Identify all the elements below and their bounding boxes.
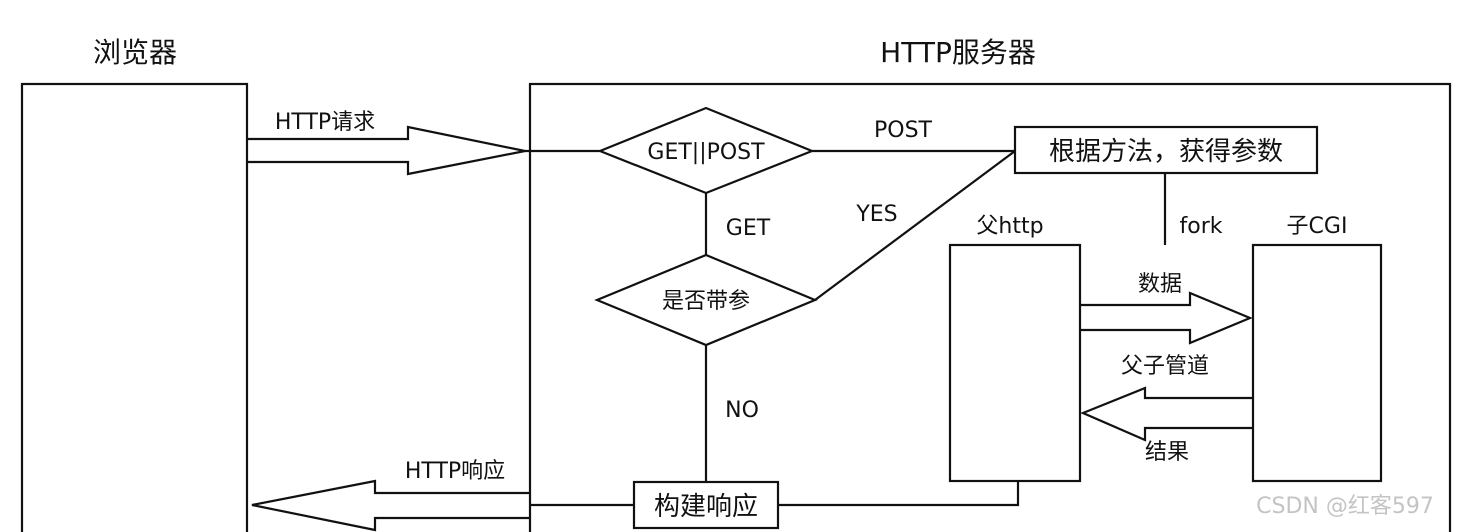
post-label: POST [874,118,933,143]
pipe-label: 父子管道 [1121,354,1209,379]
data-label: 数据 [1138,272,1182,297]
method-decision-label: GET||POST [647,140,765,165]
browser-title: 浏览器 [93,36,177,69]
get-params-label: 根据方法，获得参数 [1049,137,1283,167]
server-title: HTTP服务器 [880,36,1036,69]
yes-label: YES [855,202,897,227]
result-label: 结果 [1145,440,1189,465]
child-cgi-box [1251,243,1383,483]
browser-box [20,82,249,532]
data-arrow [1080,291,1253,345]
fork-label: fork [1180,214,1223,239]
no-label: NO [725,398,759,423]
result-arrow [1080,386,1253,442]
get-label: GET [726,216,771,241]
request-label: HTTP请求 [275,110,375,135]
watermark: CSDN @红客597 [1256,494,1434,519]
child-cgi-label: 子CGI [1287,214,1348,239]
params-decision-label: 是否带参 [662,289,750,314]
parent-http-box [948,243,1082,483]
server-box [528,82,1452,532]
response-arrow [251,479,530,532]
build-response-label: 构建响应 [654,492,758,522]
result-to-response-edge [778,481,1020,507]
response-label: HTTP响应 [405,459,505,484]
build-response-box [632,480,780,530]
parent-http-label: 父http [976,214,1043,239]
yes-edge [814,150,1016,301]
